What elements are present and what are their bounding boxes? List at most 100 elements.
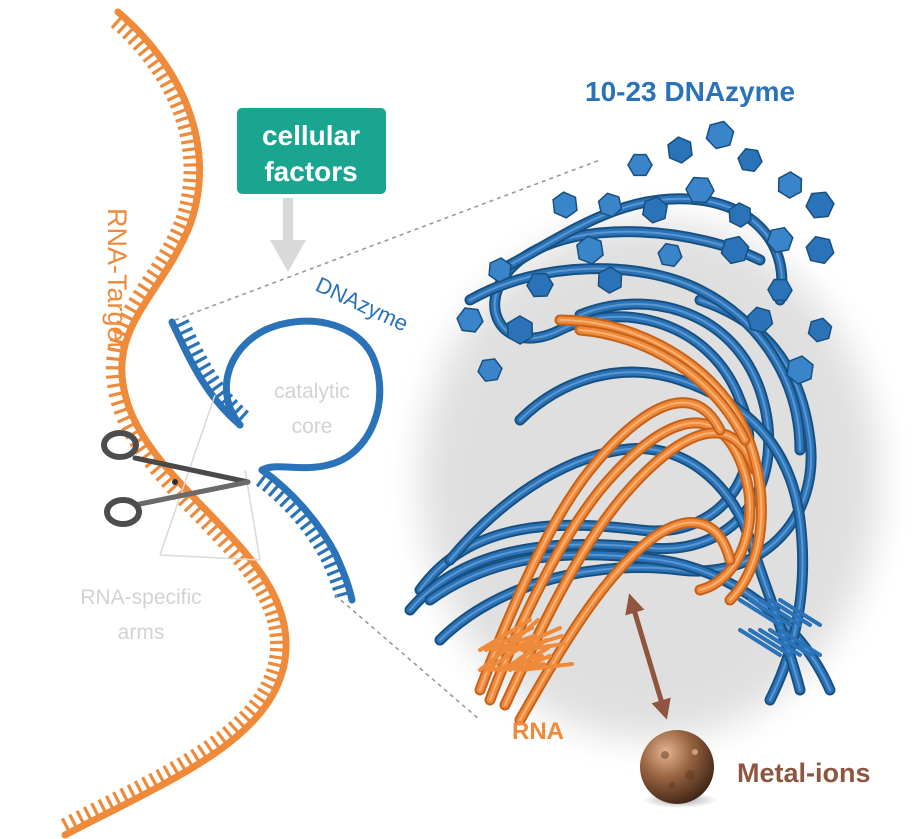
base-stick: [768, 598, 812, 627]
orange-ribbon-highlight: [519, 521, 731, 721]
dna-tick: [308, 531, 324, 544]
rna-tick: [128, 296, 144, 308]
rna-tick: [119, 312, 136, 323]
rna-tick: [147, 57, 162, 69]
rna-tick: [166, 235, 183, 246]
rna-tick: [141, 275, 158, 288]
rna-tick: [189, 504, 204, 519]
dna-tick: [294, 511, 310, 525]
rna-tick: [264, 608, 281, 617]
title-label: 10-23 DNAzyme: [585, 76, 795, 107]
nucleobase-hexagon: [766, 226, 794, 254]
rna-tick: [238, 559, 253, 572]
dna-tick: [323, 560, 340, 570]
rna-tick: [82, 806, 94, 823]
nucleobase-hexagons: [456, 120, 835, 385]
rna-tick: [183, 752, 195, 769]
nucleobase-hexagon: [488, 257, 512, 283]
rna-tick: [196, 744, 209, 760]
rna-tick: [203, 739, 215, 755]
rna-tick: [90, 802, 101, 819]
dna-tick: [230, 404, 244, 419]
rna-tick: [248, 699, 264, 712]
rna-tick: [228, 546, 243, 560]
dna-tick: [273, 488, 287, 503]
rna-tick: [126, 784, 137, 800]
nucleobase-hexagon: [728, 202, 752, 228]
nucleobase-hexagon: [526, 272, 554, 298]
rna-tick: [169, 228, 186, 238]
rna-tick: [269, 654, 286, 661]
rna-tick: [137, 282, 153, 295]
rna-tick: [151, 63, 167, 76]
rna-tick: [256, 687, 273, 699]
rna-tick: [150, 262, 166, 274]
double-arrow-icon: [625, 593, 671, 720]
cellular-factors-line1: cellular: [262, 120, 360, 151]
rna-tick: [60, 817, 72, 834]
rna-tick: [155, 768, 166, 785]
rna-tick: [148, 772, 159, 789]
rna-specific-arms-line1: RNA-specific: [80, 586, 201, 609]
rna-tick: [110, 14, 124, 29]
dna-tick: [329, 575, 346, 584]
rna-tick: [260, 681, 277, 692]
cellular-factors-box: [237, 108, 386, 194]
rna-target-strand: [60, 8, 290, 839]
rna-target-label: RNA-Target: [102, 208, 132, 350]
rna-tick: [183, 178, 200, 183]
rna-tick: [183, 498, 198, 513]
rna-tick: [123, 304, 140, 316]
dnazyme-arm-ticks: [173, 319, 351, 599]
base-stick: [478, 638, 520, 672]
dna-tick: [195, 362, 212, 373]
nucleobase-hexagon: [705, 120, 735, 150]
scissors-icon: [101, 430, 251, 527]
rna-tick: [169, 99, 186, 109]
nucleobase-hexagon: [746, 306, 774, 334]
rna-tick: [173, 221, 190, 231]
base-stick: [758, 598, 802, 627]
rna-tick: [132, 289, 149, 301]
rna-tick: [107, 346, 124, 354]
rna-tick: [108, 390, 125, 398]
rna-tick: [106, 356, 123, 362]
rna-tick: [200, 516, 215, 531]
rna-tick: [251, 579, 267, 591]
rna-tick: [159, 248, 175, 260]
nucleobase-hexagon: [805, 235, 835, 265]
rna-tick: [267, 661, 285, 669]
rna-tick: [122, 26, 136, 40]
rna-tick: [172, 107, 189, 116]
nucleobase-hexagon: [641, 196, 669, 224]
dna-tick: [312, 538, 329, 550]
nucleobase-hexagon: [552, 191, 578, 219]
zoom-lines: [174, 159, 601, 721]
base-stick: [514, 654, 552, 672]
rna-tick: [195, 510, 209, 525]
rna-tick: [206, 522, 221, 536]
rna-tick: [258, 593, 275, 604]
rna-tick: [68, 813, 79, 830]
rna-tick: [181, 193, 198, 199]
rna-tick: [265, 668, 283, 677]
dna-tick: [177, 326, 194, 337]
rna-tick: [175, 214, 192, 223]
dna-tick: [320, 552, 337, 563]
nucleobase-hexagon: [720, 235, 750, 265]
dna-tick: [218, 393, 234, 407]
rna-tick: [141, 776, 152, 793]
nucleobase-hexagon: [767, 278, 793, 302]
nucleobase-hexagon: [786, 355, 814, 385]
annotation-lines: [159, 394, 261, 561]
nucleobase-hexagon: [456, 307, 484, 333]
base-stick: [484, 646, 522, 672]
base-stick: [758, 628, 802, 657]
base-stick: [738, 598, 782, 627]
rna-tick: [255, 586, 271, 597]
rna-target-ticks: [60, 14, 287, 834]
nucleobase-hexagon: [657, 242, 683, 268]
rna-tick: [182, 146, 199, 153]
rna-tick: [166, 481, 181, 495]
